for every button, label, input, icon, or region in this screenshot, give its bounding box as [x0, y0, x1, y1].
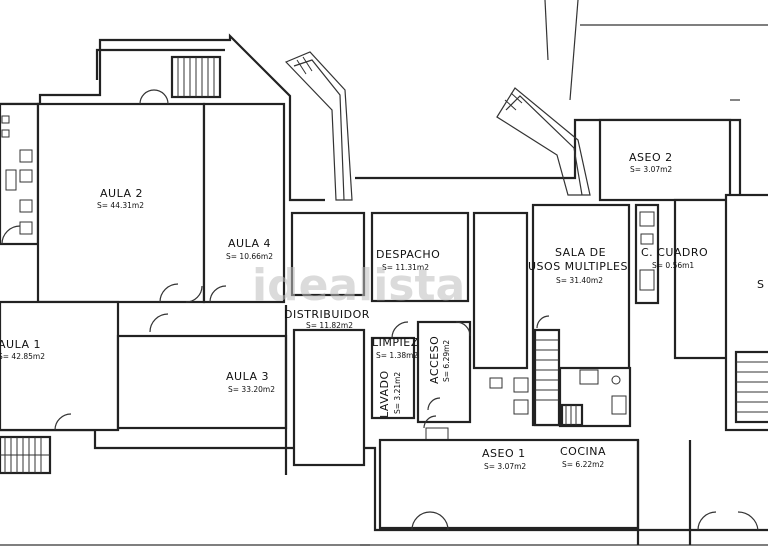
distribuidor-area: S= 11.82m2 — [306, 321, 353, 330]
room-c-cuadro: C. CUADRO S= 0.56m1 — [634, 203, 708, 305]
aseo-2-area: S= 3.07m2 — [630, 165, 672, 174]
room-acceso: ACCESO S= 6.29m2 — [416, 320, 472, 443]
room-aseo-1: ASEO 1 S= 3.07m2 — [378, 377, 640, 530]
sala-area: S= 31.40m2 — [556, 276, 603, 285]
aula-2-area: S= 44.31m2 — [97, 201, 144, 210]
acceso-name: ACCESO — [428, 336, 441, 384]
lavado-area: S= 3.21m2 — [393, 372, 402, 414]
aseo-1-area: S= 3.07m2 — [484, 462, 526, 471]
c-cuadro-name: C. CUADRO — [641, 246, 708, 259]
room-distribuidor: DISTRIBUIDOR S= 11.82m2 — [284, 308, 370, 330]
room-lavado: LAVADO S= 3.21m2 — [378, 370, 402, 418]
ramp-left — [284, 51, 353, 201]
aula-3-area: S= 33.20m2 — [228, 385, 275, 394]
aula-1-name: AULA 1 — [0, 338, 41, 351]
room-aseo-2: ASEO 2 S= 3.07m2 — [598, 118, 732, 360]
bottom-doors — [411, 440, 759, 545]
room-aula-4: AULA 4 S= 10.66m2 — [202, 102, 286, 304]
room-aula-2: AULA 2 S= 44.31m2 — [36, 89, 206, 304]
aula-4-name: AULA 4 — [228, 237, 271, 250]
acceso-area: S= 6.29m2 — [442, 340, 451, 382]
sala-name-line1: SALA DE — [555, 246, 606, 259]
despacho-area: S= 11.31m2 — [382, 263, 429, 272]
aula-4-area: S= 10.66m2 — [226, 252, 273, 261]
room-aula-1: AULA 1 S= 42.85m2 — [0, 300, 120, 432]
aula-1-area: S= 42.85m2 — [0, 352, 45, 361]
aseo-1-name: ASEO 1 — [482, 447, 526, 460]
cocina-area: S= 6.22m2 — [562, 460, 604, 469]
aseo-2-name: ASEO 2 — [629, 151, 673, 164]
watermark: idealista — [252, 260, 465, 311]
left-toilets — [0, 102, 40, 246]
aula-3-name: AULA 3 — [226, 370, 269, 383]
edge-room-name: S — [757, 278, 764, 291]
room-storage — [472, 211, 529, 370]
limpieza-name: LIMPIEZA — [372, 336, 427, 349]
room-aula-3: AULA 3 S= 33.20m2 — [116, 334, 288, 430]
distribuidor-name: DISTRIBUIDOR — [284, 308, 370, 321]
ramp-right — [496, 87, 591, 196]
sala-name-line2: USOS MULTIPLES — [528, 260, 628, 273]
cocina-name: COCINA — [560, 445, 606, 458]
despacho-name: DESPACHO — [376, 248, 440, 261]
limpieza-area: S= 1.38m2 — [376, 351, 418, 360]
room-limpieza: LIMPIEZA S= 1.38m2 — [370, 321, 427, 420]
aula-2-name: AULA 2 — [100, 187, 143, 200]
room-cocina: COCINA S= 6.22m2 — [560, 445, 606, 469]
central-block — [284, 211, 366, 475]
left-bottom-stairs — [0, 435, 52, 475]
room-despacho: DESPACHO S= 11.31m2 — [370, 211, 470, 303]
lavado-name: LAVADO — [378, 370, 391, 418]
room-right-edge: S — [724, 193, 768, 432]
top-stairs — [170, 55, 222, 99]
c-cuadro-area: S= 0.56m1 — [652, 261, 694, 270]
kitchen-fixtures — [558, 366, 632, 428]
